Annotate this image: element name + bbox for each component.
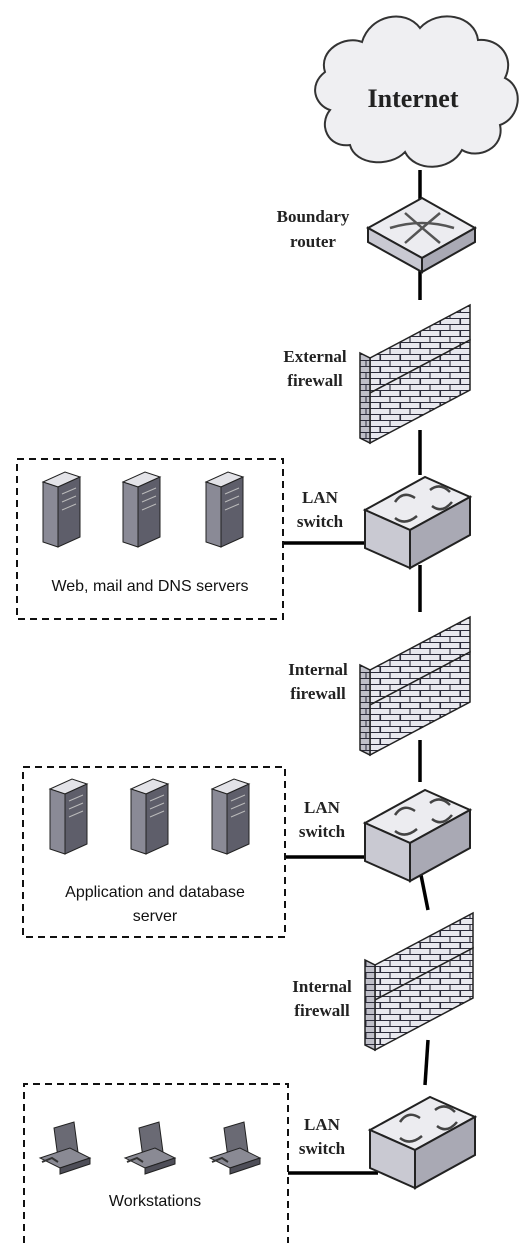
lan-switch-3-label-line2: switch [299,1139,346,1158]
lan-switch-2-label-line2: switch [299,822,346,841]
internal-firewall-2-label-line1: Internal [292,977,352,996]
zone-workstations: Workstations [23,1083,289,1243]
lan-switch-2: LAN switch [299,788,473,883]
router-label-line2: router [290,232,336,251]
boundary-router: Boundary router [277,196,478,274]
server-icon [210,778,251,855]
lan-switch-3: LAN switch [299,1095,478,1190]
internal-firewall-2-label-line2: firewall [294,1001,350,1020]
workstation-icon [123,1121,177,1175]
zone-app-label-line1: Application and database [65,884,245,901]
external-firewall: External firewall [283,303,471,445]
external-firewall-label-line2: firewall [287,371,343,390]
workstation-icon [208,1121,262,1175]
server-icon [121,471,162,548]
internal-firewall-2: Internal firewall [292,911,474,1052]
zone-dmz-servers: Web, mail and DNS servers [16,458,284,620]
lan-switch-1: LAN switch [297,475,473,570]
lan-switch-3-label-line1: LAN [304,1115,341,1134]
internal-firewall-1-label-line1: Internal [288,660,348,679]
workstation-icon [38,1121,92,1175]
lan-switch-2-label-line1: LAN [304,798,341,817]
lan-switch-1-label-line1: LAN [302,488,339,507]
server-icon [48,778,89,855]
zone-app-servers: Application and database server [22,766,286,938]
server-icon [204,471,245,548]
external-firewall-label-line1: External [283,347,347,366]
zone-dmz-label: Web, mail and DNS servers [51,578,248,595]
internet-label: Internet [368,84,459,113]
zone-workstations-label: Workstations [109,1193,201,1210]
server-icon [41,471,82,548]
internet-cloud: Internet [314,15,519,168]
zone-app-label-line2: server [133,908,178,925]
server-icon [129,778,170,855]
router-label-line1: Boundary [277,207,350,226]
internal-firewall-1-label-line2: firewall [290,684,346,703]
internal-firewall-1: Internal firewall [288,615,471,757]
lan-switch-1-label-line2: switch [297,512,344,531]
